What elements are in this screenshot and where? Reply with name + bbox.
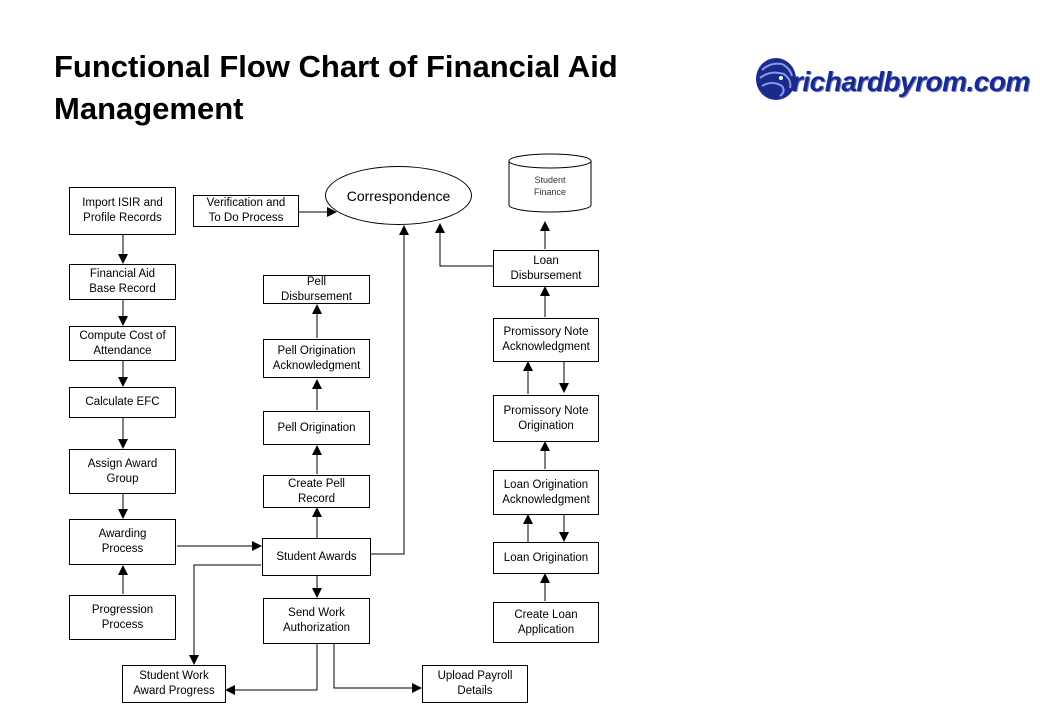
student-finance-label: Student Finance [533,175,567,197]
loan-origination-box: Loan Origination [493,542,599,574]
arrow-loan-disb-to-correspondence [435,223,493,267]
logo-text: richardbyrom.com [792,66,1030,97]
awarding-process-box: Awarding Process [69,519,176,565]
pell-disbursement-box: Pell Disbursement [263,275,370,304]
create-loan-application-box: Create Loan Application [493,602,599,643]
arrow-send-work-to-student-work [225,644,318,695]
calculate-efc-box: Calculate EFC [69,387,176,418]
create-pell-record-box: Create Pell Record [263,475,370,508]
promissory-note-origination-box: Promissory Note Origination [493,395,599,442]
student-awards-box: Student Awards [262,538,371,576]
page-title: Functional Flow Chart of Financial Aid M… [54,49,618,126]
compute-cost-box: Compute Cost of Attendance [69,326,176,361]
student-finance-cylinder [508,153,592,213]
arrow-awards-to-correspondence [371,225,409,555]
arrow-awards-to-student-work [189,564,261,665]
arrow-send-work-to-upload [333,644,422,693]
send-work-authorization-box: Send Work Authorization [263,598,370,644]
progression-process-box: Progression Process [69,595,176,640]
financial-aid-base-record-box: Financial Aid Base Record [69,264,176,300]
upload-payroll-details-box: Upload Payroll Details [422,665,528,703]
assign-award-group-box: Assign Award Group [69,449,176,494]
import-isir-box: Import ISIR and Profile Records [69,187,176,235]
pell-origination-ack-box: Pell Origination Acknowledgment [263,339,370,378]
student-work-award-progress-box: Student Work Award Progress [122,665,226,703]
verification-box: Verification and To Do Process [193,195,299,227]
pell-origination-box: Pell Origination [263,411,370,445]
loan-disbursement-box: Loan Disbursement [493,250,599,287]
promissory-note-ack-box: Promissory Note Acknowledgment [493,318,599,362]
correspondence-ellipse: Correspondence [325,166,472,225]
lion-logo-icon [756,58,796,100]
loan-origination-ack-box: Loan Origination Acknowledgment [493,470,599,515]
